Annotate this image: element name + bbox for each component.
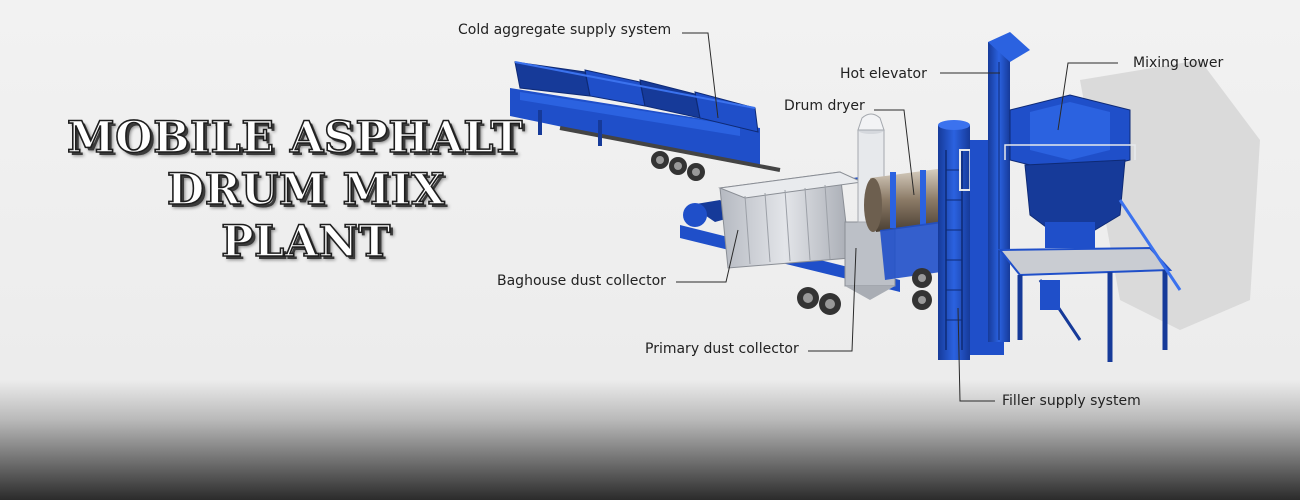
callout-primary-dust-collector: Primary dust collector [645,341,799,357]
hot-elevator [970,32,1030,355]
callout-filler-supply-system: Filler supply system [1002,393,1141,409]
leader-cold-aggregate [682,32,719,119]
leader-lines [676,32,1118,402]
leader-primary [808,247,857,352]
callout-mixing-tower: Mixing tower [1133,55,1224,71]
hero-title: MOBILE ASPHALT DRUM MIX PLANT [60,112,530,268]
leader-filler [957,307,995,402]
drum-dryer [864,168,955,310]
callout-drum-dryer: Drum dryer [784,98,865,114]
leader-mixing-tower [1057,62,1118,131]
filler-supply-system [938,120,1001,360]
mixing-tower [997,94,1182,362]
hero-title-line2: DRUM MIX PLANT [166,164,446,268]
callout-cold-aggregate: Cold aggregate supply system [458,22,672,38]
cold-aggregate-system [510,61,871,193]
callout-baghouse-dust-collector: Baghouse dust collector [497,273,666,289]
callout-hot-elevator: Hot elevator [840,66,927,82]
leader-drum-dryer [874,109,915,196]
leader-baghouse [676,229,739,283]
hero-title-line1: MOBILE ASPHALT [66,112,523,164]
